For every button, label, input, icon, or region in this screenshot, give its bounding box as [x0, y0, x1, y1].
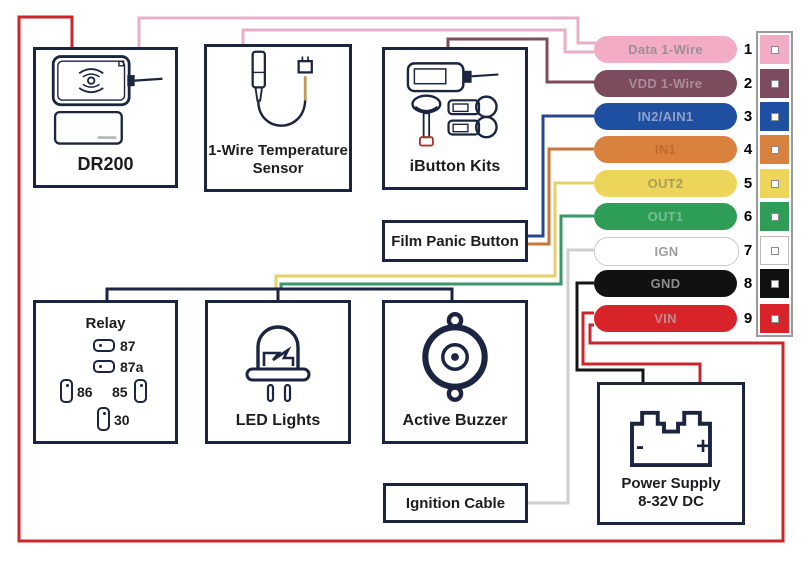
- power-supply-label: Power Supply 8-32V DC: [621, 475, 720, 523]
- pin-number-6: 6: [743, 208, 753, 225]
- pin-label-out2: OUT2: [594, 170, 737, 197]
- relay-pin-85-label: 85: [112, 384, 128, 400]
- temp-sensor-box: 1-Wire Temperature Sensor: [204, 44, 352, 192]
- power-supply-label-line2: 8-32V DC: [638, 493, 704, 511]
- connector-pin-1: [760, 35, 789, 64]
- relay-pin-86-icon: [60, 379, 73, 403]
- pin-label-vin: VIN: [594, 305, 737, 332]
- relay-pin-30-icon: [97, 407, 110, 431]
- wire-vin-power: [581, 311, 702, 384]
- connector-pin-hole: [770, 179, 779, 188]
- panic-button-box: Film Panic Button: [382, 220, 528, 262]
- connector-pin-8: [760, 269, 789, 298]
- connector-pin-4: [760, 135, 789, 164]
- pin-number-1: 1: [743, 41, 753, 58]
- pin-number-8: 8: [743, 275, 753, 292]
- pin-number-9: 9: [743, 310, 753, 327]
- led-lights-label: LED Lights: [235, 412, 321, 429]
- connector-pin-hole: [770, 79, 779, 88]
- wire-data-1wire-dr200: [137, 16, 596, 49]
- relay-pin-87a-label: 87a: [120, 359, 144, 375]
- connector-pin-hole: [770, 246, 779, 255]
- connector-pin-3: [760, 102, 789, 131]
- relay-pin-30-label: 30: [114, 412, 130, 428]
- wire-vdd-1wire: [446, 37, 596, 84]
- buzzer-box: Active Buzzer: [382, 300, 528, 444]
- connector-pin-7: [760, 236, 789, 265]
- pin-number-5: 5: [743, 175, 753, 192]
- pin-label-in1: IN1: [594, 136, 737, 163]
- battery-icon: [600, 385, 742, 475]
- pin-label-gnd: GND: [594, 270, 737, 297]
- ibutton-label: iButton Kits: [409, 158, 501, 175]
- connector-pin-hole: [770, 279, 779, 288]
- battery-plus-label: +: [696, 433, 711, 460]
- relay-pin-86-label: 86: [77, 384, 93, 400]
- pin-label-out1: OUT1: [594, 203, 737, 230]
- wire-out1: [279, 214, 594, 290]
- ignition-cable-box: Ignition Cable: [383, 483, 528, 523]
- dr200-box: DR200: [33, 47, 178, 188]
- connector-pin-hole: [770, 112, 779, 121]
- pin-number-4: 4: [743, 141, 753, 158]
- buzzer-label: Active Buzzer: [402, 412, 508, 429]
- dr200-icon: [36, 50, 175, 153]
- pin-number-2: 2: [743, 75, 753, 92]
- connector-pin-5: [760, 169, 789, 198]
- wire-out2: [274, 181, 594, 290]
- temp-sensor-icon: [207, 47, 349, 142]
- temp-sensor-label: 1-Wire Temperature Sensor: [208, 141, 348, 178]
- pin-label-vdd-1wire: VDD 1-Wire: [594, 70, 737, 97]
- connector-pin-2: [760, 69, 789, 98]
- battery-minus-label: -: [636, 433, 644, 460]
- ibutton-icon: [385, 50, 525, 157]
- relay-label: Relay: [85, 315, 126, 332]
- connector-pin-hole: [770, 212, 779, 221]
- wire-in2: [527, 114, 594, 238]
- wire-vin-loop: [17, 15, 785, 543]
- dr200-label: DR200: [77, 153, 134, 174]
- wire-ign: [527, 248, 594, 505]
- power-supply-box: - + Power Supply 8-32V DC: [597, 382, 745, 525]
- connector-pin-hole: [770, 314, 779, 323]
- ignition-cable-label: Ignition Cable: [405, 494, 506, 512]
- connector-pin-9: [760, 304, 789, 333]
- relay-pin-85-icon: [134, 379, 147, 403]
- led-lights-box: LED Lights: [205, 300, 351, 444]
- wire-in1: [527, 147, 594, 246]
- panic-button-label: Film Panic Button: [391, 232, 519, 250]
- connector-pin-hole: [770, 145, 779, 154]
- relay-pin-87-icon: [93, 339, 115, 352]
- buzzer-icon: [385, 303, 525, 411]
- wire-data-1wire-temp: [241, 28, 596, 54]
- pin-label-in2-ain1: IN2/AIN1: [594, 103, 737, 130]
- wire-gnd: [575, 281, 645, 384]
- relay-box: Relay 87 87a 86 85 30: [33, 300, 178, 444]
- pin-label-ign: IGN: [594, 237, 739, 266]
- connector-pin-hole: [770, 45, 779, 54]
- power-supply-label-line1: Power Supply: [621, 474, 721, 492]
- relay-pin-87-label: 87: [120, 338, 136, 354]
- pin-label-data-1wire: Data 1-Wire: [594, 36, 737, 63]
- connector-pin-6: [760, 202, 789, 231]
- led-icon: [208, 303, 348, 411]
- pin-number-7: 7: [743, 242, 753, 259]
- pin-number-3: 3: [743, 108, 753, 125]
- relay-pin-87a-icon: [93, 360, 115, 373]
- ibutton-box: iButton Kits: [382, 47, 528, 190]
